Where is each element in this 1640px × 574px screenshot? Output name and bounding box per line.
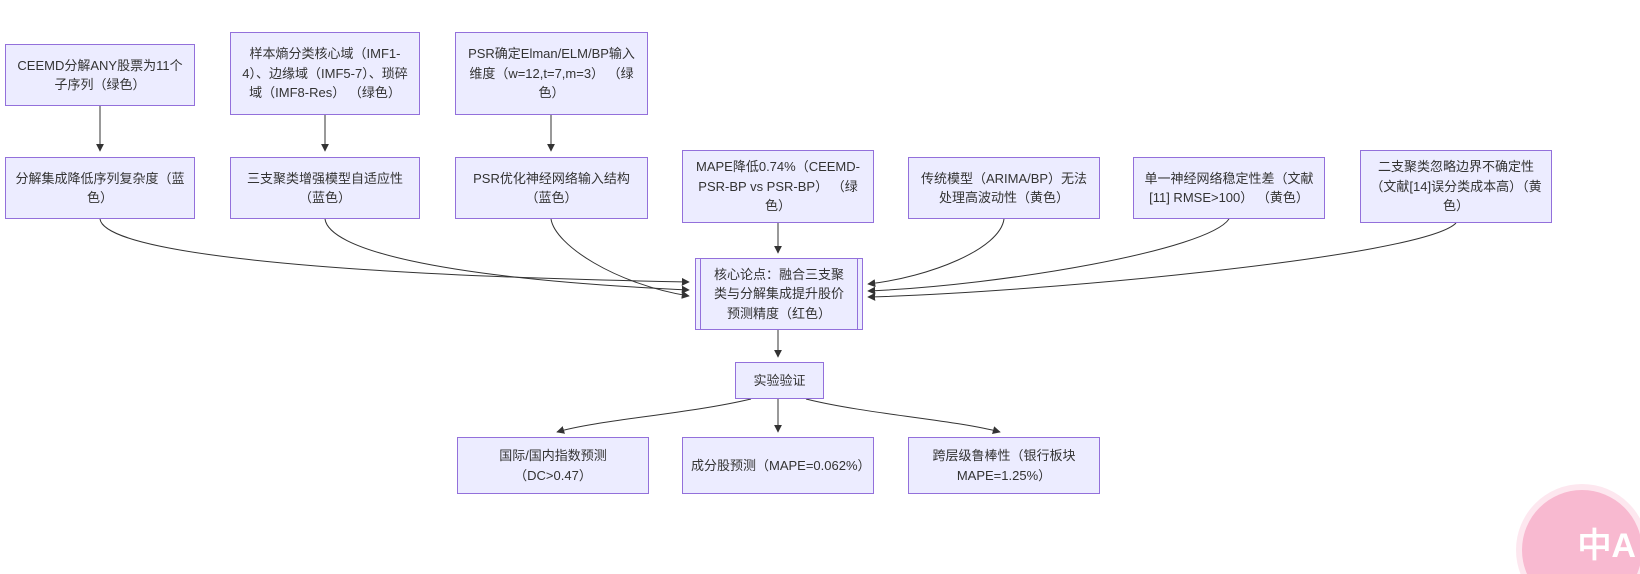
edge-single-nn-core [867, 218, 1230, 295]
edge-traditional-core [867, 218, 1005, 288]
node-three-way: 三支聚类增强模型自适应性（蓝色） [230, 157, 420, 219]
node-mape: MAPE降低0.74%（CEEMD-PSR-BP vs PSR-BP） （绿色） [682, 150, 874, 223]
node-ceemd: CEEMD分解ANY股票为11个子序列（绿色） [5, 44, 195, 106]
node-constituent: 成分股预测（MAPE=0.062%） [682, 437, 874, 494]
node-psr-opt: PSR优化神经网络输入结构（蓝色） [455, 157, 648, 219]
node-single-nn: 单一神经网络稳定性差（文献[11] RMSE>100） （黄色） [1133, 157, 1325, 219]
edge-three-way-core [324, 218, 690, 294]
node-index-pred: 国际/国内指数预测（DC>0.47） [457, 437, 649, 494]
edge-experiment-index [556, 398, 752, 434]
edge-psr-opt-core [550, 218, 690, 299]
translate-button[interactable]: 中A [1522, 490, 1640, 574]
edge-two-way-core [867, 222, 1457, 301]
node-sample-entropy: 样本熵分类核心域（IMF1-4）、边缘域（IMF5-7）、琐碎域（IMF8-Re… [230, 32, 420, 115]
node-two-way: 二支聚类忽略边界不确定性（文献[14]误分类成本高）（黄色） [1360, 150, 1552, 223]
node-robustness: 跨层级鲁棒性（银行板块 MAPE=1.25%） [908, 437, 1100, 494]
node-decomp: 分解集成降低序列复杂度（蓝色） [5, 157, 195, 219]
node-core-thesis: 核心论点：融合三支聚类与分解集成提升股价预测精度（红色） [695, 258, 863, 330]
edge-experiment-robustness [805, 398, 1001, 434]
node-traditional: 传统模型（ARIMA/BP）无法处理高波动性（黄色） [908, 157, 1100, 219]
node-experiment: 实验验证 [735, 362, 824, 399]
node-psr-dims: PSR确定Elman/ELM/BP输入维度（w=12,t=7,m=3） （绿色） [455, 32, 648, 115]
translate-icon: 中A [1577, 527, 1636, 565]
edge-decomp-core [99, 218, 690, 286]
